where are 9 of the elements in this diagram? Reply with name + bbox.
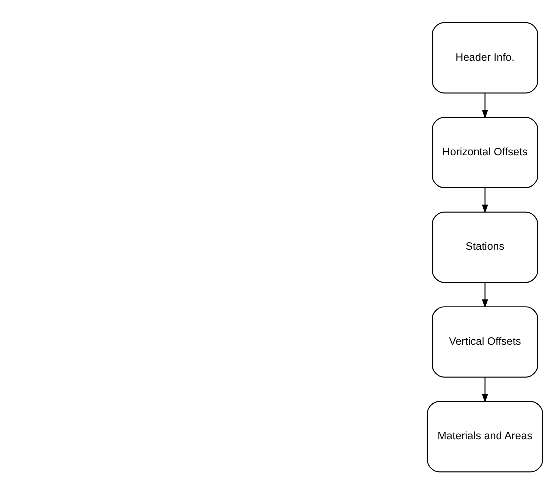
arrow [482, 187, 488, 214]
node-box: Header Info. [432, 22, 538, 94]
arrow [482, 282, 488, 308]
arrow [482, 92, 488, 118]
node-box: Horizontal Offsets [432, 116, 538, 188]
arrow [482, 376, 488, 403]
node-box: Materials and Areas [427, 400, 544, 472]
node-box: Vertical Offsets [432, 306, 538, 378]
node-box: Stations [432, 211, 538, 283]
